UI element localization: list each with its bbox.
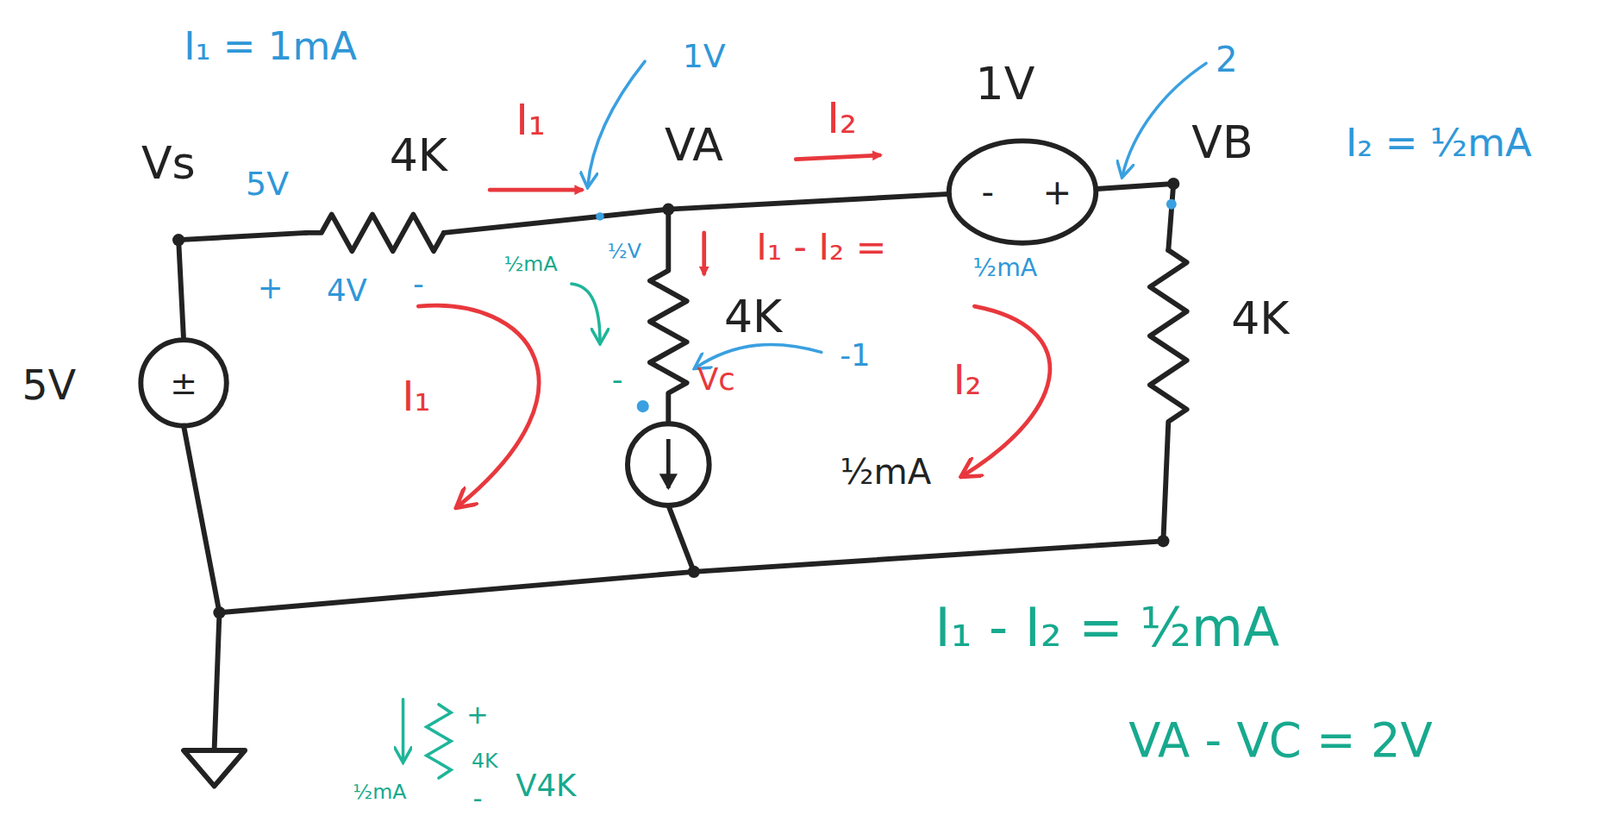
circuit-label: 1V	[973, 61, 1037, 107]
circuit-label: ½mA	[501, 253, 560, 275]
circuit-label: -	[411, 268, 427, 300]
resistor-symbol	[650, 209, 688, 425]
circuit-label: I₁ - I₂ = ½mA	[932, 600, 1282, 655]
current-source-symbol	[627, 423, 710, 506]
circuit-label: VA - VC = 2V	[1126, 716, 1435, 763]
circuit-label: Vs	[139, 140, 199, 186]
circuit-label: V4K	[513, 770, 579, 802]
circuit-label: VB	[1189, 120, 1256, 166]
wire	[1096, 183, 1174, 250]
circuit-label: 4V	[325, 275, 370, 307]
circuit-label: VA	[662, 122, 726, 168]
current-source-arrow	[666, 438, 671, 488]
wire	[178, 239, 184, 340]
circuit-label: 4K	[722, 293, 785, 339]
green-arrows	[403, 283, 600, 778]
circuit-label: ½mA	[350, 781, 409, 802]
circuit-label: 4K	[387, 132, 450, 178]
circuit-label: +	[255, 272, 285, 304]
circuit-label: I₂	[950, 359, 984, 400]
circuit-label: -	[979, 174, 996, 209]
wire	[443, 193, 950, 233]
circuit-label: ½mA	[837, 454, 933, 489]
circuit-label: 4K	[469, 750, 500, 771]
circuit-label: ½V	[605, 240, 644, 262]
circuit-label: +	[464, 700, 492, 728]
current-arrows	[418, 155, 1050, 506]
circuit-label: 2	[1213, 42, 1240, 77]
wire	[183, 425, 219, 750]
resistor-symbol	[306, 214, 444, 252]
circuit-label: I₁ - I₂ =	[754, 228, 889, 266]
circuit-label: I₂ = ½mA	[1343, 123, 1534, 163]
circuit-label: I₁	[513, 99, 548, 143]
voltage-source-symbol	[140, 339, 226, 425]
circuit-label: 1V	[680, 39, 728, 73]
wires	[140, 140, 1187, 786]
circuit-label: I₂	[825, 96, 859, 140]
circuit-label: I₁ = 1mA	[181, 26, 360, 66]
voltage-source-symbol	[949, 140, 1096, 243]
circuit-label: 5V	[19, 364, 78, 406]
wire	[668, 505, 694, 572]
circuit-label: 4K	[1229, 295, 1292, 341]
junction-dots	[172, 177, 1180, 619]
circuit-label: -	[470, 784, 485, 812]
node-dots	[595, 199, 1177, 413]
wire	[178, 232, 307, 240]
circuit-label: 5V	[243, 167, 292, 200]
circuit-label: Vc	[695, 364, 738, 396]
circuit-label: -1	[837, 339, 873, 371]
circuit-label: +	[1040, 174, 1074, 209]
circuit-label: -	[609, 364, 625, 396]
circuit-label: ±	[168, 366, 200, 400]
circuit-label: ½mA	[970, 255, 1039, 280]
ground-symbol	[183, 750, 245, 786]
leader-arrows	[587, 61, 1207, 368]
resistor-symbol	[1150, 250, 1188, 541]
circuit-label: I₁	[400, 375, 433, 417]
